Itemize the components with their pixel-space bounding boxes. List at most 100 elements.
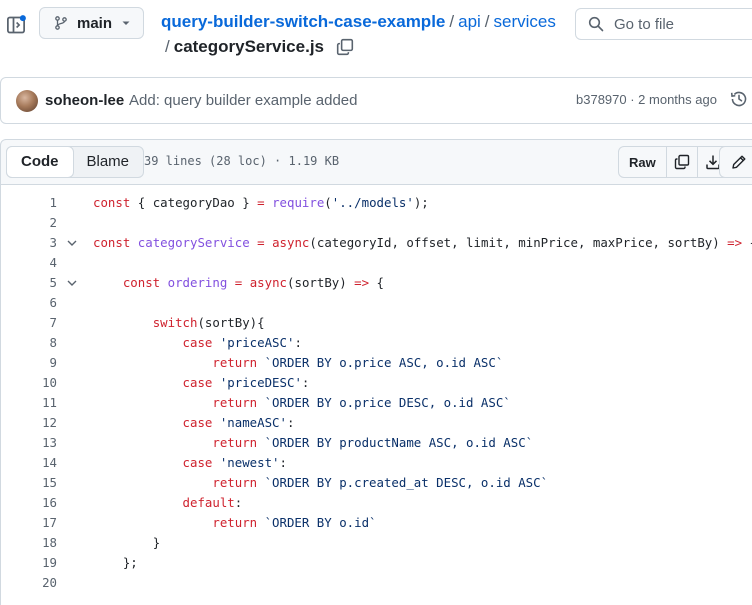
- code-token-string: 'priceASC': [219, 335, 295, 350]
- avatar[interactable]: [16, 90, 38, 112]
- breadcrumb-separator: /: [165, 37, 170, 56]
- code-line: 17 return `ORDER BY o.id`: [1, 513, 752, 533]
- commit-hash-time[interactable]: b378970 · 2 months ago: [576, 92, 717, 107]
- code-token-plain: { categoryDao }: [130, 195, 258, 210]
- code-token-string: `ORDER BY o.price DESC, o.id ASC`: [264, 395, 511, 410]
- breadcrumb-repo-link[interactable]: query-builder-switch-case-example: [161, 12, 446, 31]
- branch-selector-button[interactable]: main: [39, 7, 144, 39]
- code-text: case 'priceDESC':: [93, 373, 310, 393]
- code-line: 14 case 'newest':: [1, 453, 752, 473]
- line-number[interactable]: 4: [49, 255, 57, 270]
- edit-file-button[interactable]: [719, 146, 752, 178]
- history-icon[interactable]: [730, 90, 748, 108]
- line-number[interactable]: 17: [42, 515, 57, 530]
- commit-author-link[interactable]: soheon-lee: [45, 92, 125, 109]
- line-number[interactable]: 7: [49, 315, 57, 330]
- code-token-string: 'priceDESC': [219, 375, 302, 390]
- code-token-plain: [257, 475, 264, 490]
- code-token-keyword: case: [182, 375, 213, 390]
- breadcrumb: query-builder-switch-case-example/api/se…: [161, 11, 556, 33]
- line-number[interactable]: 2: [49, 215, 57, 230]
- caret-down-icon: [122, 21, 130, 25]
- raw-button[interactable]: Raw: [619, 147, 667, 177]
- code-token-string: `ORDER BY productName ASC, o.id ASC`: [264, 435, 534, 450]
- git-branch-icon: [55, 16, 67, 30]
- code-text: return `ORDER BY o.price ASC, o.id ASC`: [93, 353, 503, 373]
- breadcrumb-api-link[interactable]: api: [458, 12, 481, 31]
- line-number[interactable]: 13: [42, 435, 57, 450]
- fold-chevron-icon[interactable]: [66, 278, 78, 288]
- code-text: const { categoryDao } = require('../mode…: [93, 193, 429, 213]
- code-line: 9 return `ORDER BY o.price ASC, o.id ASC…: [1, 353, 752, 373]
- code-token-plain: [212, 375, 219, 390]
- code-token-plain: [227, 275, 234, 290]
- code-text: return `ORDER BY productName ASC, o.id A…: [93, 433, 533, 453]
- download-icon: [705, 155, 720, 170]
- line-number[interactable]: 19: [42, 555, 57, 570]
- code-line: 11 return `ORDER BY o.price DESC, o.id A…: [1, 393, 752, 413]
- code-token-plain: );: [413, 195, 429, 210]
- code-token-entity: require: [272, 195, 325, 210]
- line-number[interactable]: 3: [49, 235, 57, 250]
- code-text: case 'priceASC':: [93, 333, 302, 353]
- line-number[interactable]: 16: [42, 495, 57, 510]
- code-text: const categoryService = async(categoryId…: [93, 233, 752, 253]
- file-name: categoryService.js: [173, 37, 324, 56]
- line-number[interactable]: 9: [49, 355, 57, 370]
- latest-commit-bar: [0, 77, 752, 124]
- copy-icon: [674, 154, 689, 170]
- download-button[interactable]: [698, 147, 728, 177]
- code-text: case 'nameASC':: [93, 413, 295, 433]
- fold-chevron-icon[interactable]: [66, 238, 78, 248]
- code-token-keyword: const: [93, 195, 131, 210]
- copy-icon[interactable]: [336, 38, 354, 56]
- code-token-plain: :: [234, 495, 243, 510]
- go-to-file-input[interactable]: [614, 15, 752, 33]
- line-number[interactable]: 12: [42, 415, 57, 430]
- commit-message-link[interactable]: Add: query builder example added: [129, 92, 358, 109]
- tab-blame[interactable]: Blame: [86, 153, 130, 170]
- code-line: 19 };: [1, 553, 752, 573]
- line-number[interactable]: 1: [49, 195, 57, 210]
- code-line: 6: [1, 293, 752, 313]
- code-line: 5 const ordering = async(sortBy) => {: [1, 273, 752, 293]
- line-number[interactable]: 15: [42, 475, 57, 490]
- go-to-file-search[interactable]: [575, 8, 752, 40]
- line-number[interactable]: 10: [42, 375, 57, 390]
- code-text: return `ORDER BY p.created_at DESC, o.id…: [93, 473, 548, 493]
- code-token-keyword: return: [212, 435, 258, 450]
- code-text: return `ORDER BY o.price DESC, o.id ASC`: [93, 393, 511, 413]
- code-token-plain: [265, 235, 272, 250]
- code-line: 12 case 'nameASC':: [1, 413, 752, 433]
- line-number[interactable]: 14: [42, 455, 57, 470]
- line-number[interactable]: 5: [49, 275, 57, 290]
- code-token-keyword: =>: [727, 235, 743, 250]
- code-token-plain: [212, 415, 219, 430]
- line-number[interactable]: 20: [42, 575, 57, 590]
- code-token-plain: {: [369, 275, 385, 290]
- line-number[interactable]: 18: [42, 535, 57, 550]
- file-actions-group: Raw: [618, 146, 729, 178]
- code-line: 20: [1, 573, 752, 593]
- code-text: };: [93, 553, 138, 573]
- line-number[interactable]: 11: [42, 395, 57, 410]
- code-token-plain: (categoryId, offset, limit, minPrice, ma…: [309, 235, 728, 250]
- line-number[interactable]: 6: [49, 295, 57, 310]
- code-text: switch(sortBy){: [93, 313, 265, 333]
- code-token-keyword: async: [272, 235, 310, 250]
- code-token-plain: }: [152, 535, 161, 550]
- code-token-entity: ordering: [167, 275, 228, 290]
- code-token-keyword: return: [212, 355, 258, 370]
- breadcrumb-separator: /: [449, 12, 455, 31]
- sidebar-expand-icon[interactable]: [6, 14, 26, 36]
- code-token-plain: (sortBy): [287, 275, 355, 290]
- code-token-plain: [257, 395, 264, 410]
- code-token-keyword: =: [234, 275, 243, 290]
- code-line: 7 switch(sortBy){: [1, 313, 752, 333]
- code-text: const ordering = async(sortBy) => {: [93, 273, 384, 293]
- tab-code[interactable]: Code: [6, 146, 74, 178]
- breadcrumb-services-link[interactable]: services: [493, 12, 556, 31]
- line-number[interactable]: 8: [49, 335, 57, 350]
- branch-name: main: [77, 14, 113, 32]
- copy-raw-button[interactable]: [667, 147, 698, 177]
